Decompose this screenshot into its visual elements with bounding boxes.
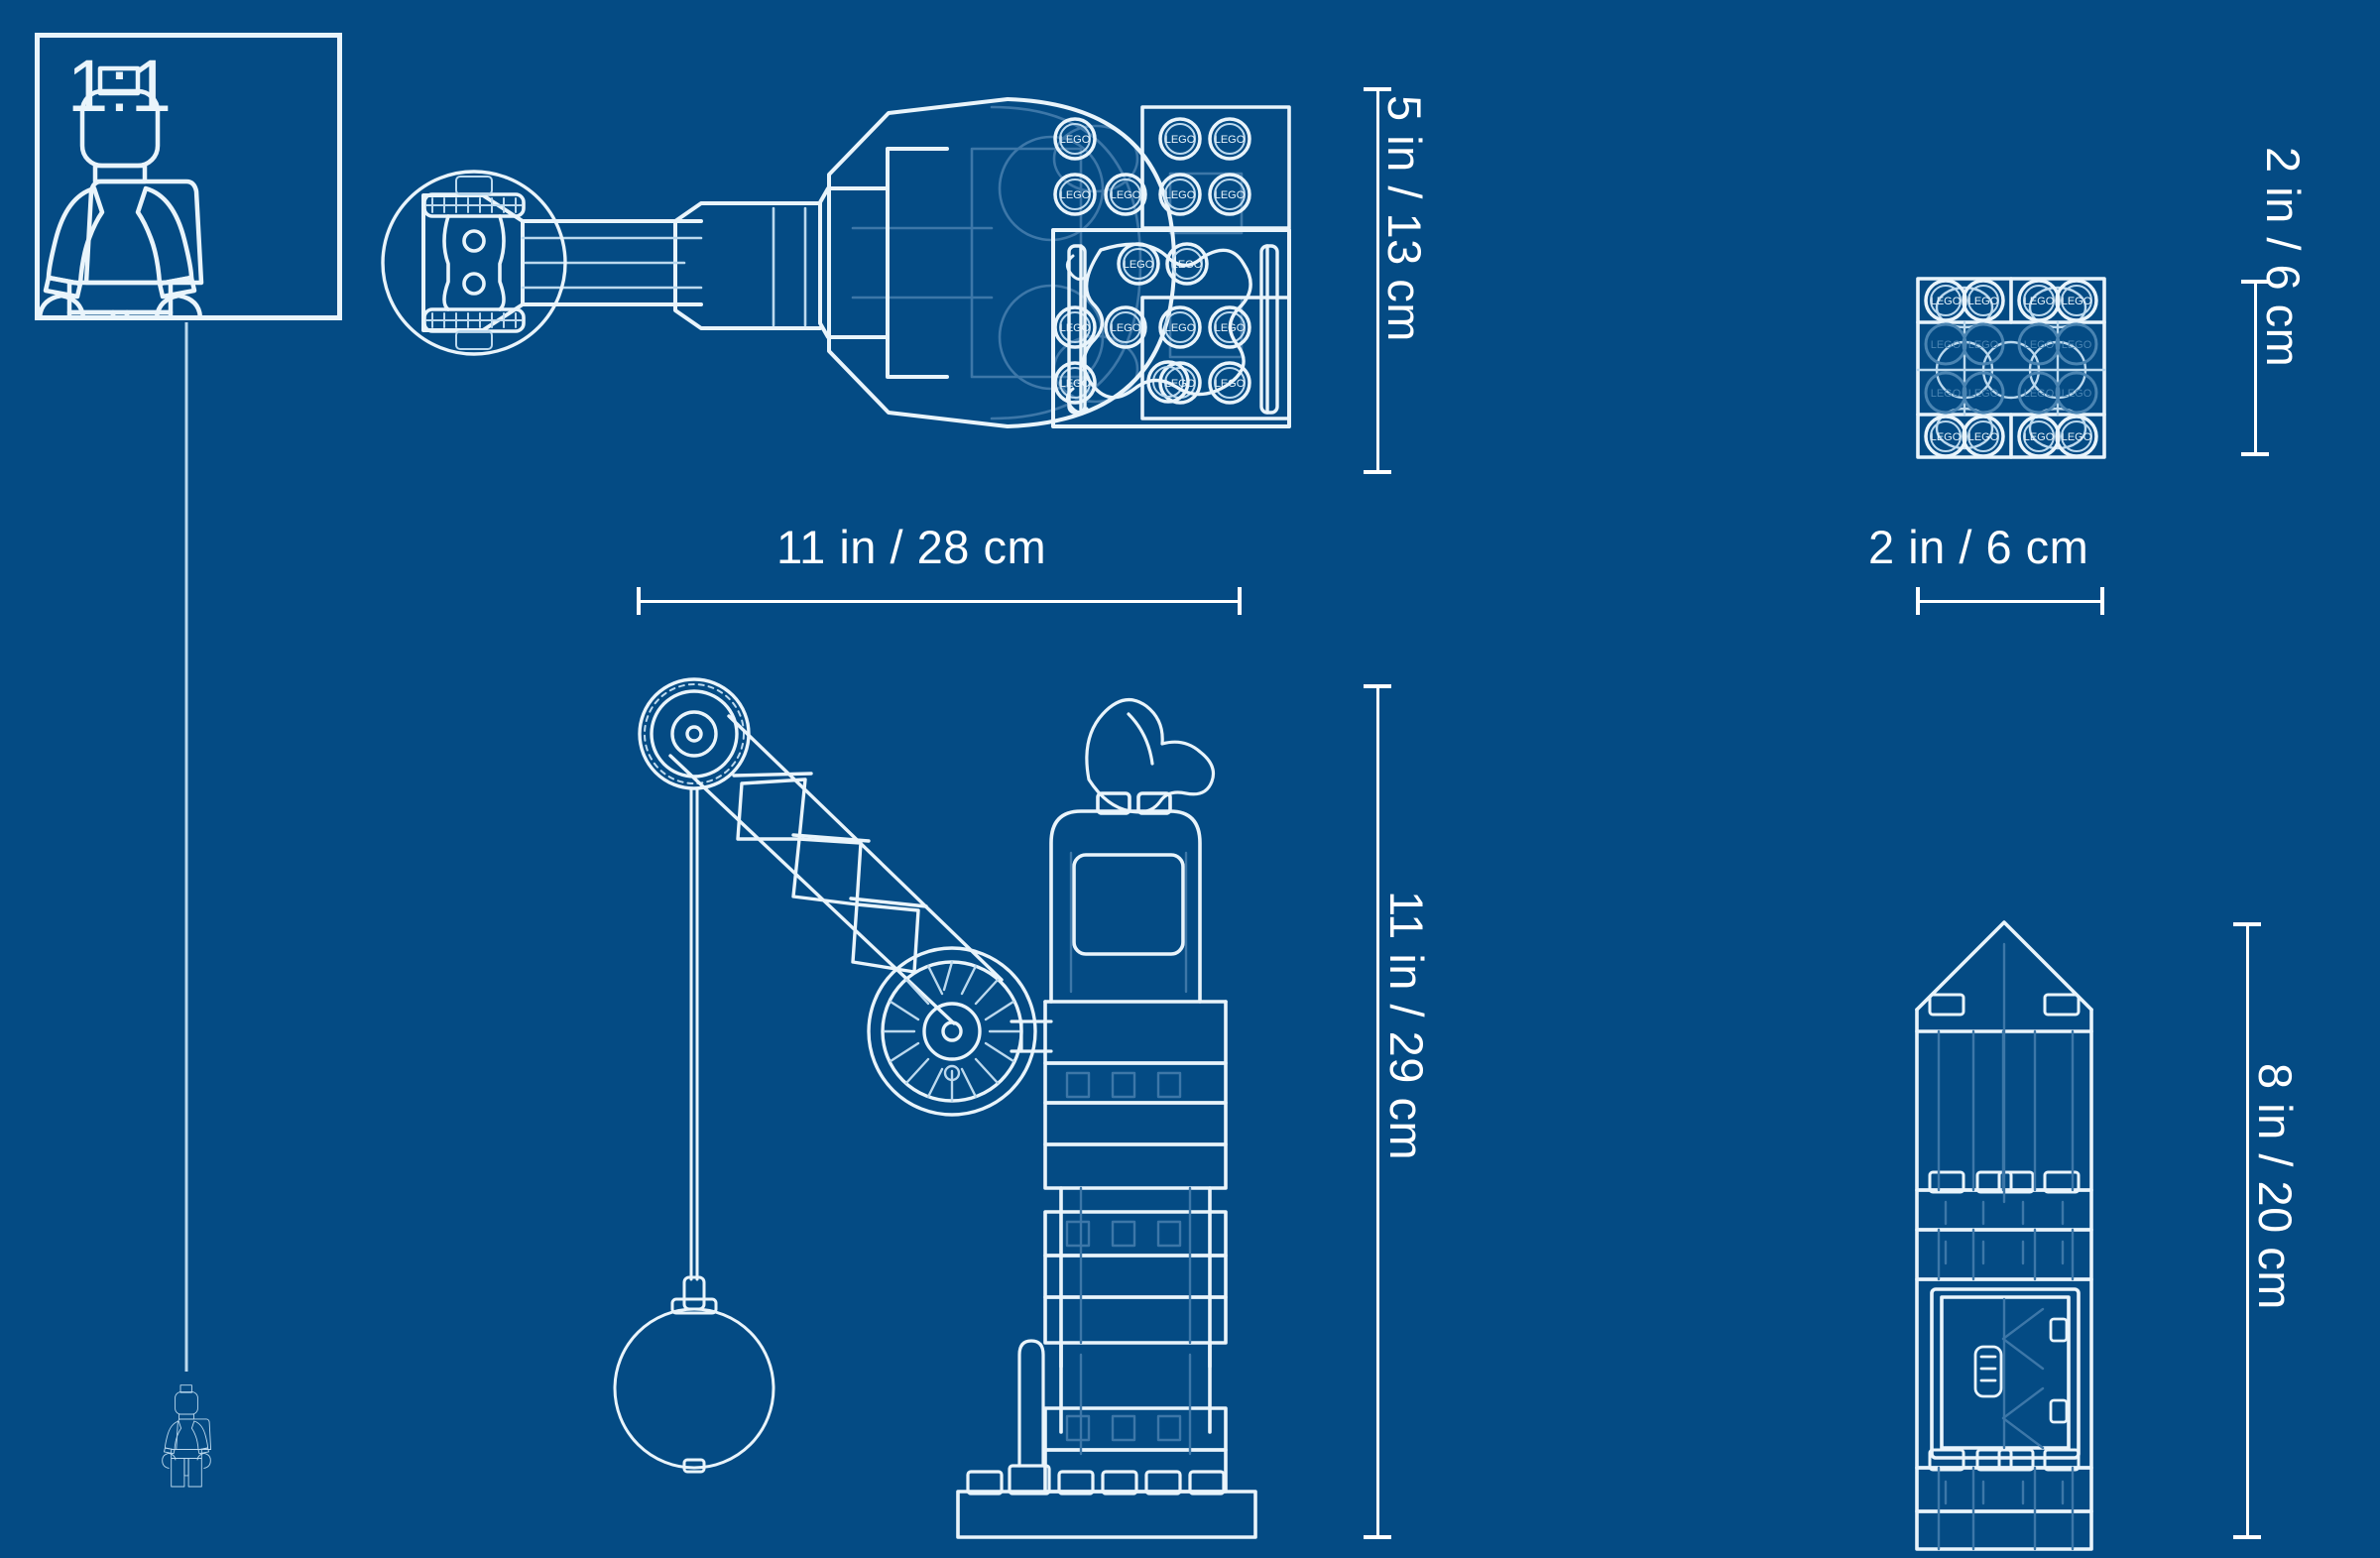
svg-text:LEGO: LEGO — [1931, 296, 1962, 307]
dimension-label-plate-height: 2 in / 6 cm — [2257, 147, 2310, 368]
minifigure-1to1-drawing — [38, 65, 204, 317]
svg-text:LEGO: LEGO — [1111, 322, 1141, 334]
svg-text:LEGO: LEGO — [1215, 189, 1246, 201]
svg-text:LEGO: LEGO — [1165, 134, 1196, 146]
stud-logo-text: LEGO LEGO LEGO LEGO LEGO LEGO LEGO LEGO — [1931, 296, 2092, 443]
svg-text:LEGO: LEGO — [1111, 189, 1141, 201]
dimension-line-plate-width — [1916, 587, 2104, 615]
scale-1to1-box — [35, 33, 342, 320]
svg-text:LEGO: LEGO — [1124, 259, 1154, 271]
svg-text:LEGO: LEGO — [1060, 189, 1091, 201]
svg-text:LEGO: LEGO — [2062, 339, 2092, 351]
svg-text:LEGO: LEGO — [2024, 296, 2055, 307]
svg-text:LEGO: LEGO — [1165, 322, 1196, 334]
dimension-label-crane-top-height: 5 in / 13 cm — [1378, 95, 1431, 342]
svg-text:LEGO: LEGO — [1931, 388, 1962, 400]
svg-text:LEGO: LEGO — [1931, 339, 1962, 351]
dimension-label-crane-top-width: 11 in / 28 cm — [776, 521, 1047, 573]
dimension-line-crane-top-width — [637, 587, 1242, 615]
svg-text:LEGO: LEGO — [1165, 378, 1196, 390]
svg-text:LEGO: LEGO — [2062, 388, 2092, 400]
dimension-line-crane-top-height — [1364, 87, 1391, 474]
dimension-line-plate-height — [2241, 280, 2269, 456]
scale-ratio-label: 1:1 — [67, 45, 173, 127]
building-front-view-drawing — [1915, 920, 2093, 1551]
svg-text:LEGO: LEGO — [1165, 189, 1196, 201]
svg-text:LEGO: LEGO — [1215, 134, 1246, 146]
minifigure-small-drawing — [162, 1384, 212, 1488]
svg-text:LEGO: LEGO — [1931, 431, 1962, 443]
svg-text:LEGO: LEGO — [1968, 296, 1999, 307]
dimension-line-building-height — [2233, 922, 2261, 1539]
dimension-label-crane-side-height: 11 in / 29 cm — [1380, 891, 1433, 1161]
svg-text:LEGO: LEGO — [2062, 431, 2092, 443]
svg-text:LEGO: LEGO — [2062, 296, 2092, 307]
dimension-label-building-height: 8 in / 20 cm — [2249, 1063, 2302, 1310]
dimension-label-plate-width: 2 in / 6 cm — [1868, 521, 2089, 573]
svg-text:LEGO: LEGO — [1968, 388, 1999, 400]
crane-top-view-drawing: LEGO LEGO LEGO LEGO LEGO LEGO LEGO LEGO LEGO… — [381, 97, 1291, 428]
svg-text:LEGO: LEGO — [2024, 388, 2055, 400]
svg-text:LEGO: LEGO — [1060, 134, 1091, 146]
dimension-line-crane-side-height — [1364, 684, 1391, 1539]
svg-text:LEGO: LEGO — [2024, 431, 2055, 443]
crane-side-view-drawing — [613, 677, 1257, 1539]
svg-text:LEGO: LEGO — [1968, 431, 1999, 443]
small-plate-drawing: LEGO LEGO LEGO LEGO LEGO LEGO LEGO LEGO LEGO… — [1916, 277, 2106, 459]
svg-text:LEGO: LEGO — [1968, 339, 1999, 351]
svg-text:LEGO: LEGO — [2024, 339, 2055, 351]
stud-logo-text: LEGO LEGO LEGO LEGO LEGO LEGO LEGO LEGO LEGO… — [1060, 134, 1246, 390]
